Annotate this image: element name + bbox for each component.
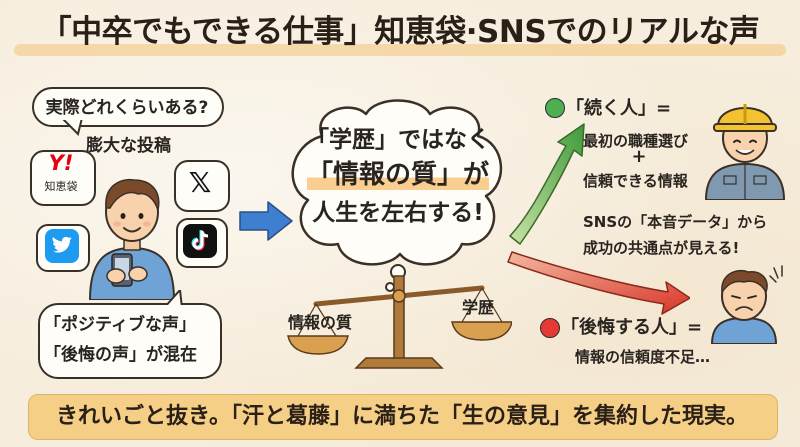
question-bubble-tail bbox=[60, 118, 86, 136]
question-text: 実際どれくらいある? bbox=[45, 98, 209, 118]
title-highlight bbox=[14, 44, 786, 56]
green-status-dot bbox=[545, 98, 565, 118]
sns-line-1: SNSの「本音データ」から bbox=[583, 213, 768, 231]
regret-line: 情報の信頼度不足… bbox=[575, 348, 711, 366]
mixed-voices-bubble bbox=[38, 303, 222, 379]
sns-line-2: 成功の共通点が見える! bbox=[583, 239, 740, 257]
twitter-bird-icon bbox=[45, 229, 79, 263]
regret-title: 「後悔する人」= bbox=[561, 317, 703, 338]
yahoo-logo-icon: Y! bbox=[48, 151, 74, 175]
positive-voice-text: 「ポジティブな声」 bbox=[44, 315, 196, 335]
person-with-smartphone-illustration bbox=[88, 178, 176, 300]
center-line-3: 人生を左右する! bbox=[312, 200, 484, 226]
scale-left-label: 情報の質 bbox=[288, 313, 353, 332]
bottom-banner-text: きれいごと抜き。「汗と葛藤」に満ちた「生の意見」を集約した現実。 bbox=[56, 404, 748, 429]
worker-with-helmet-illustration bbox=[704, 104, 786, 200]
page-title: 「中卒でもできる仕事」知恵袋·SNSでのリアルな声 bbox=[40, 14, 760, 50]
chiebukuro-bubble bbox=[30, 150, 96, 206]
outcome-arrows bbox=[507, 123, 690, 315]
bottom-banner bbox=[28, 394, 778, 440]
center-line-1: 「学歴」ではなく bbox=[306, 127, 490, 153]
tiktok-icon bbox=[183, 224, 217, 258]
scale-right-label: 学歴 bbox=[462, 298, 495, 317]
continue-line-1: 最初の職種選び bbox=[583, 132, 689, 150]
center-line-2-text: 「情報の質」が bbox=[306, 160, 489, 190]
regret-voice-text: 「後悔の声」が混在 bbox=[44, 345, 197, 365]
mixed-voices-bubble-tail bbox=[162, 290, 186, 308]
blue-right-arrow-icon bbox=[239, 201, 293, 241]
continue-title: 「続く人」= bbox=[566, 98, 672, 119]
posts-label: 膨大な投稿 bbox=[86, 136, 171, 156]
x-logo-icon: 𝕏 bbox=[188, 166, 212, 199]
balance-scale-illustration bbox=[287, 275, 512, 369]
chiebukuro-label: 知恵袋 bbox=[44, 180, 78, 193]
center-line-2: 「情報の質」が bbox=[282, 154, 514, 191]
x-bubble bbox=[174, 160, 230, 212]
continue-plus: + bbox=[631, 146, 647, 167]
worried-person-illustration bbox=[710, 265, 783, 344]
continue-line-2: 信頼できる情報 bbox=[583, 172, 688, 190]
red-status-dot bbox=[540, 318, 560, 338]
